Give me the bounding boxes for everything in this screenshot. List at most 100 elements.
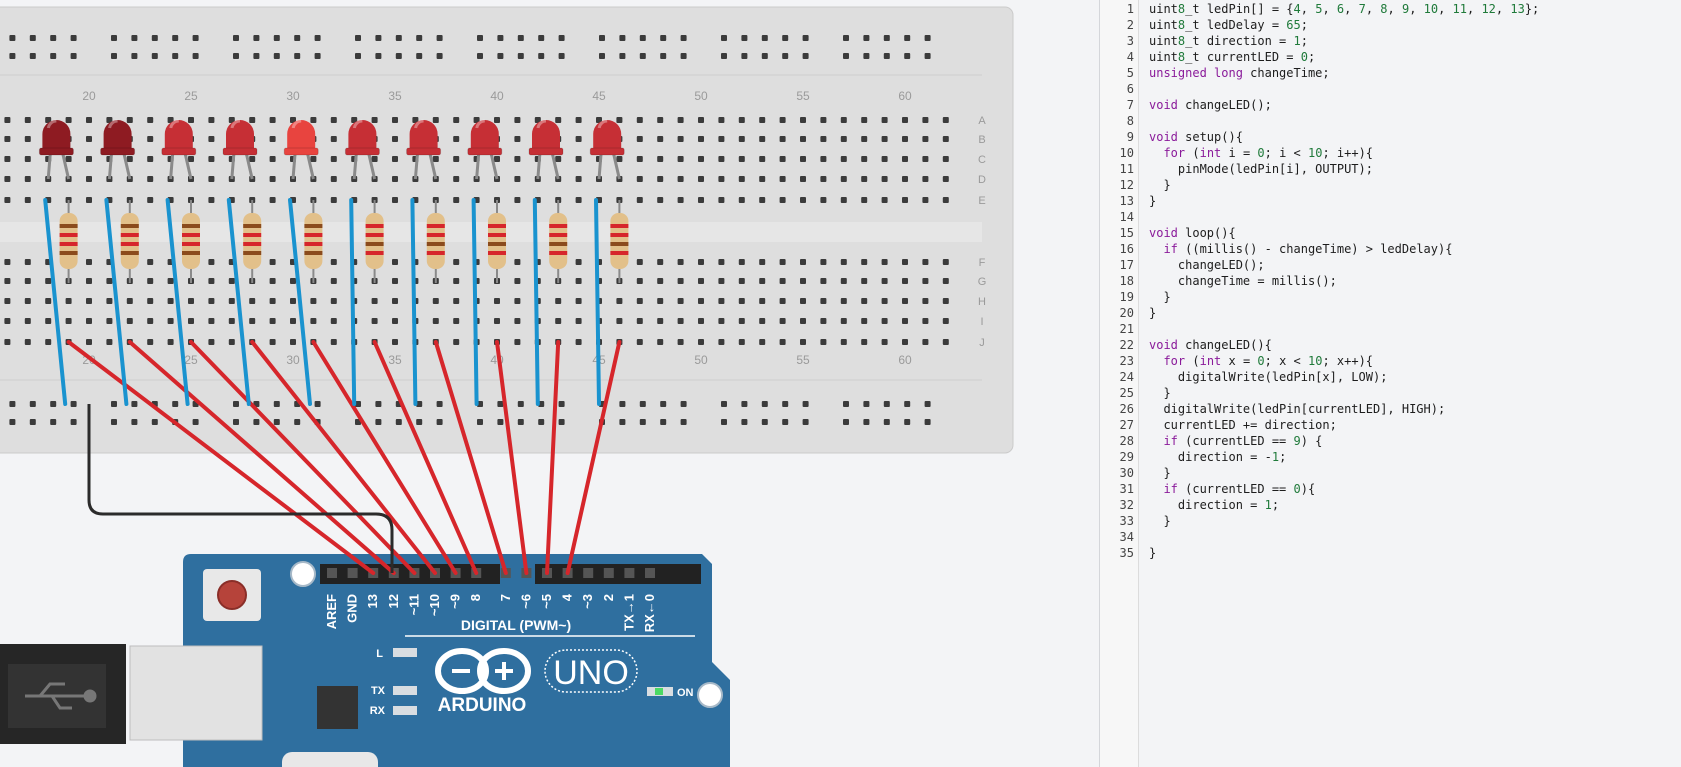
breadboard-hole[interactable]	[738, 136, 745, 142]
breadboard-hole[interactable]	[677, 318, 684, 324]
code-line[interactable]: }	[1149, 466, 1171, 480]
resistor[interactable]	[488, 200, 506, 283]
breadboard-hole[interactable]	[473, 117, 480, 123]
breadboard-hole[interactable]	[188, 318, 194, 324]
breadboard-hole[interactable]	[371, 318, 378, 324]
breadboard-hole[interactable]	[698, 298, 704, 304]
breadboard-hole[interactable]	[269, 117, 276, 123]
breadboard-hole[interactable]	[883, 53, 890, 59]
breadboard-hole[interactable]	[111, 401, 117, 407]
wire-ground[interactable]	[349, 198, 357, 406]
breadboard-hole[interactable]	[861, 176, 868, 182]
breadboard-hole[interactable]	[721, 35, 727, 41]
breadboard-hole[interactable]	[902, 259, 908, 265]
breadboard-hole[interactable]	[904, 35, 911, 41]
breadboard-hole[interactable]	[70, 35, 77, 41]
breadboard-hole[interactable]	[555, 318, 562, 324]
breadboard-hole[interactable]	[942, 117, 949, 123]
breadboard-hole[interactable]	[558, 401, 565, 407]
breadboard-hole[interactable]	[902, 197, 908, 203]
breadboard-hole[interactable]	[233, 53, 239, 59]
breadboard-hole[interactable]	[147, 298, 154, 304]
breadboard-hole[interactable]	[761, 401, 768, 407]
breadboard-hole[interactable]	[779, 298, 786, 304]
breadboard-hole[interactable]	[24, 197, 31, 203]
breadboard-hole[interactable]	[453, 298, 460, 304]
breadboard-hole[interactable]	[657, 318, 664, 324]
breadboard-hole[interactable]	[636, 176, 643, 182]
breadboard-hole[interactable]	[65, 298, 72, 304]
resistor[interactable]	[243, 200, 262, 283]
breadboard-hole[interactable]	[355, 401, 361, 407]
breadboard-hole[interactable]	[922, 339, 929, 345]
breadboard-hole[interactable]	[840, 136, 847, 142]
breadboard-hole[interactable]	[802, 53, 809, 59]
breadboard-hole[interactable]	[45, 298, 52, 304]
breadboard-hole[interactable]	[65, 117, 72, 123]
breadboard-hole[interactable]	[126, 156, 133, 162]
breadboard-hole[interactable]	[677, 259, 684, 265]
breadboard-hole[interactable]	[497, 419, 504, 425]
breadboard-hole[interactable]	[759, 318, 766, 324]
breadboard-hole[interactable]	[131, 419, 138, 425]
breadboard-hole[interactable]	[208, 197, 215, 203]
breadboard-hole[interactable]	[619, 401, 626, 407]
breadboard-hole[interactable]	[24, 339, 31, 345]
wire-signal[interactable]	[565, 340, 622, 575]
breadboard-hole[interactable]	[738, 197, 745, 203]
code-line[interactable]: for (int i = 0; i < 10; i++){	[1163, 146, 1374, 160]
breadboard-hole[interactable]	[494, 318, 500, 324]
code-line[interactable]: uint8_t ledPin[] = {4, 5, 6, 7, 8, 9, 10…	[1149, 2, 1540, 16]
breadboard-hole[interactable]	[616, 117, 623, 123]
breadboard-hole[interactable]	[779, 197, 786, 203]
breadboard-hole[interactable]	[24, 176, 31, 182]
breadboard-hole[interactable]	[24, 259, 31, 265]
breadboard-hole[interactable]	[453, 117, 460, 123]
breadboard-hole[interactable]	[820, 318, 827, 324]
breadboard-hole[interactable]	[861, 259, 868, 265]
wires[interactable]	[43, 198, 622, 575]
breadboard-hole[interactable]	[375, 53, 382, 59]
code-line[interactable]: void changeLED();	[1149, 98, 1272, 112]
wire-signal[interactable]	[495, 340, 529, 575]
breadboard-hole[interactable]	[517, 419, 524, 425]
breadboard-hole[interactable]	[738, 117, 745, 123]
wire-ground[interactable]	[410, 198, 418, 406]
breadboard-hole[interactable]	[392, 318, 398, 324]
breadboard-hole[interactable]	[861, 117, 868, 123]
breadboard-hole[interactable]	[86, 259, 92, 265]
breadboard-hole[interactable]	[269, 197, 276, 203]
breadboard-hole[interactable]	[721, 419, 727, 425]
breadboard-hole[interactable]	[294, 53, 301, 59]
breadboard-hole[interactable]	[759, 298, 766, 304]
breadboard-hole[interactable]	[922, 298, 929, 304]
breadboard-hole[interactable]	[840, 259, 847, 265]
breadboard-hole[interactable]	[70, 401, 77, 407]
breadboard-hole[interactable]	[660, 419, 667, 425]
breadboard-hole[interactable]	[330, 156, 337, 162]
breadboard-hole[interactable]	[636, 259, 643, 265]
breadboard-hole[interactable]	[517, 53, 524, 59]
breadboard-hole[interactable]	[371, 298, 378, 304]
breadboard-hole[interactable]	[883, 401, 890, 407]
breadboard-hole[interactable]	[883, 35, 890, 41]
breadboard-hole[interactable]	[167, 318, 174, 324]
breadboard-hole[interactable]	[782, 401, 789, 407]
breadboard-hole[interactable]	[616, 156, 623, 162]
breadboard-hole[interactable]	[820, 176, 827, 182]
breadboard-hole[interactable]	[820, 197, 827, 203]
breadboard-hole[interactable]	[942, 318, 949, 324]
breadboard-hole[interactable]	[131, 401, 138, 407]
breadboard-hole[interactable]	[228, 117, 235, 123]
breadboard-hole[interactable]	[290, 298, 296, 304]
wire-ground[interactable]	[288, 198, 312, 406]
breadboard-hole[interactable]	[86, 197, 92, 203]
breadboard-hole[interactable]	[863, 419, 870, 425]
breadboard-hole[interactable]	[269, 318, 276, 324]
breadboard-hole[interactable]	[657, 259, 664, 265]
breadboard-hole[interactable]	[453, 136, 460, 142]
breadboard-hole[interactable]	[802, 401, 809, 407]
breadboard-hole[interactable]	[575, 156, 582, 162]
breadboard-hole[interactable]	[188, 117, 194, 123]
breadboard-hole[interactable]	[269, 259, 276, 265]
